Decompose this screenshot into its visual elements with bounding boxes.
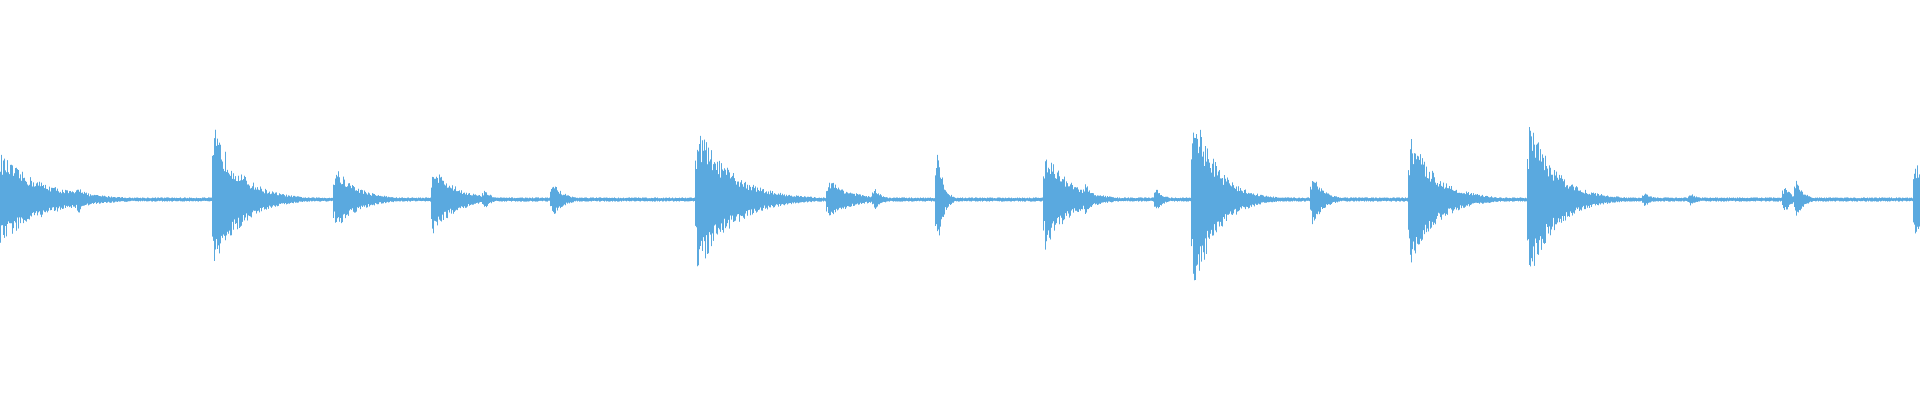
waveform-samples: [0, 127, 1920, 281]
waveform-trace: [0, 127, 1920, 281]
